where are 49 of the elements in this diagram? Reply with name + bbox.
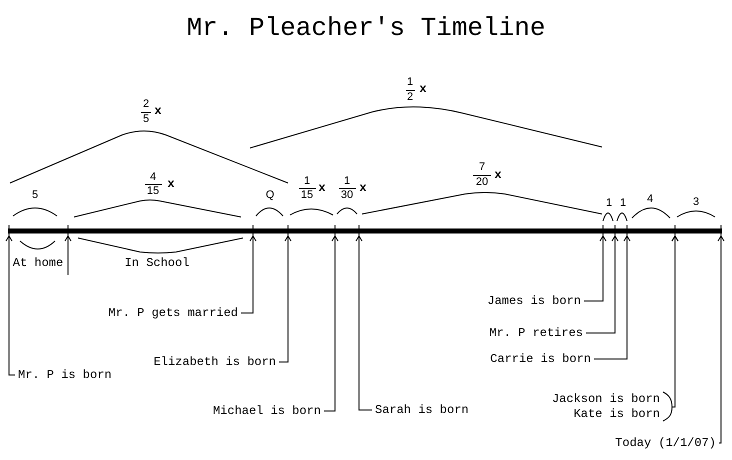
event-label: Mr. P retires — [486, 326, 586, 340]
event-label: Kate is born — [570, 407, 663, 421]
leader-arrow — [594, 236, 630, 360]
fraction-denominator: 30 — [340, 189, 354, 201]
span-value: 4 — [646, 193, 654, 205]
arrow — [64, 236, 72, 276]
event-label: Today (1/1/07) — [612, 436, 719, 450]
span-value: 1 — [620, 197, 626, 209]
event-label: Carrie is born — [487, 352, 594, 366]
fraction-denominator: 15 — [146, 185, 160, 197]
variable-x: x — [154, 105, 162, 117]
span-value: 1 — [606, 197, 612, 209]
fraction-denominator: 20 — [476, 176, 488, 188]
variable-x: x — [419, 83, 427, 95]
leader-arrow — [6, 236, 16, 376]
event-label: James is born — [484, 294, 584, 308]
variable-x: x — [167, 178, 175, 190]
fraction-numerator: 1 — [304, 175, 310, 187]
fraction-numerator: 1 — [344, 175, 350, 187]
leader-arrow — [586, 236, 618, 334]
fraction-numerator: 4 — [150, 171, 156, 183]
leader-arrow — [324, 236, 338, 412]
period-label: At home — [12, 256, 64, 270]
fraction-numerator: 1 — [406, 76, 414, 88]
event-label: Mr. P is born — [15, 368, 115, 382]
variable-x: x — [359, 182, 367, 194]
fraction-numerator: 2 — [142, 98, 150, 110]
span-value: 3 — [692, 196, 700, 208]
event-label: Elizabeth is born — [150, 355, 279, 369]
event-label: Michael is born — [210, 404, 324, 418]
diagram-title: Mr. Pleacher's Timeline — [186, 12, 546, 44]
leader-arrow — [356, 236, 372, 410]
event-label: Jackson is born — [548, 392, 663, 406]
leader-arrow — [278, 236, 292, 362]
variable-x: x — [318, 182, 326, 194]
variable-x: x — [494, 169, 502, 181]
fraction-denominator: 5 — [142, 113, 150, 125]
fraction-numerator: 7 — [478, 161, 486, 173]
fraction-denominator: 2 — [406, 91, 414, 103]
span-value: Q — [266, 189, 274, 201]
event-label: Sarah is born — [372, 403, 472, 417]
event-label: Mr. P gets married — [105, 306, 241, 320]
timeline-axis — [8, 224, 722, 236]
period-label: In School — [124, 256, 190, 270]
leader-arrow — [240, 236, 256, 314]
span-value: 5 — [32, 189, 38, 201]
leader-arrow — [718, 236, 724, 444]
leader-arrow — [584, 236, 606, 302]
fraction-denominator: 15 — [300, 189, 314, 201]
